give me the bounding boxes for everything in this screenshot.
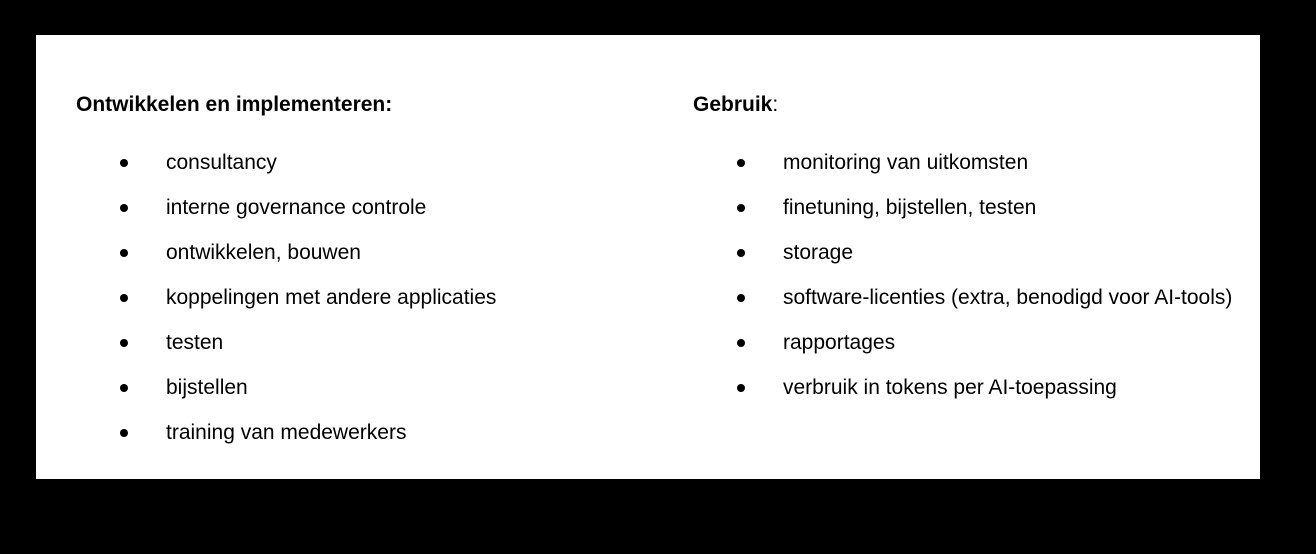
list-item-label: testen bbox=[166, 331, 224, 354]
list-item: finetuning, bijstellen, testen bbox=[693, 185, 1233, 230]
bullet-icon bbox=[737, 185, 746, 230]
bullet-list-right: monitoring van uitkomsten finetuning, bi… bbox=[693, 140, 1233, 410]
list-item-label: bijstellen bbox=[166, 376, 248, 399]
slide-card: Ontwikkelen en implementeren: consultanc… bbox=[36, 35, 1260, 479]
list-item: ontwikkelen, bouwen bbox=[76, 230, 676, 275]
column-heading-right: Gebruik: bbox=[693, 92, 1233, 118]
list-item: monitoring van uitkomsten bbox=[693, 140, 1233, 185]
column-heading-right-text: Gebruik bbox=[693, 93, 773, 116]
list-item-label: koppelingen met andere applicaties bbox=[166, 286, 497, 309]
list-item: rapportages bbox=[693, 320, 1233, 365]
list-item-label: ontwikkelen, bouwen bbox=[166, 241, 361, 264]
list-item: interne governance controle bbox=[76, 185, 676, 230]
bullet-icon bbox=[737, 320, 746, 365]
column-heading-right-colon: : bbox=[772, 93, 779, 116]
bullet-icon bbox=[120, 410, 129, 455]
bullet-icon bbox=[737, 230, 746, 275]
list-item-label: monitoring van uitkomsten bbox=[783, 151, 1029, 174]
list-item-label: consultancy bbox=[166, 151, 277, 174]
bullet-icon bbox=[120, 140, 129, 185]
bullet-icon bbox=[120, 320, 129, 365]
bullet-icon bbox=[120, 275, 129, 320]
two-column-layout: Ontwikkelen en implementeren: consultanc… bbox=[36, 35, 1260, 479]
bullet-icon bbox=[120, 185, 129, 230]
list-item: bijstellen bbox=[76, 365, 676, 410]
list-item-label: training van medewerkers bbox=[166, 421, 407, 444]
list-item-label: rapportages bbox=[783, 331, 896, 354]
bullet-icon bbox=[737, 140, 746, 185]
bullet-icon bbox=[737, 275, 746, 320]
list-item-label: interne governance controle bbox=[166, 196, 427, 219]
bullet-list-left: consultancy interne governance controle … bbox=[76, 140, 676, 455]
bullet-icon bbox=[120, 230, 129, 275]
column-ontwikkelen-en-implementeren: Ontwikkelen en implementeren: consultanc… bbox=[76, 92, 676, 455]
bullet-icon bbox=[737, 365, 746, 410]
list-item: consultancy bbox=[76, 140, 676, 185]
list-item-label: software-licenties (extra, benodigd voor… bbox=[783, 286, 1233, 309]
list-item: training van medewerkers bbox=[76, 410, 676, 455]
column-gebruik: Gebruik: monitoring van uitkomsten finet… bbox=[693, 92, 1233, 410]
bullet-icon bbox=[120, 365, 129, 410]
list-item: koppelingen met andere applicaties bbox=[76, 275, 676, 320]
list-item: software-licenties (extra, benodigd voor… bbox=[693, 275, 1233, 320]
list-item-label: finetuning, bijstellen, testen bbox=[783, 196, 1037, 219]
list-item: testen bbox=[76, 320, 676, 365]
list-item: verbruik in tokens per AI-toepassing bbox=[693, 365, 1233, 410]
list-item-label: verbruik in tokens per AI-toepassing bbox=[783, 376, 1117, 399]
list-item-label: storage bbox=[783, 241, 854, 264]
column-heading-left: Ontwikkelen en implementeren: bbox=[76, 93, 393, 116]
list-item: storage bbox=[693, 230, 1233, 275]
